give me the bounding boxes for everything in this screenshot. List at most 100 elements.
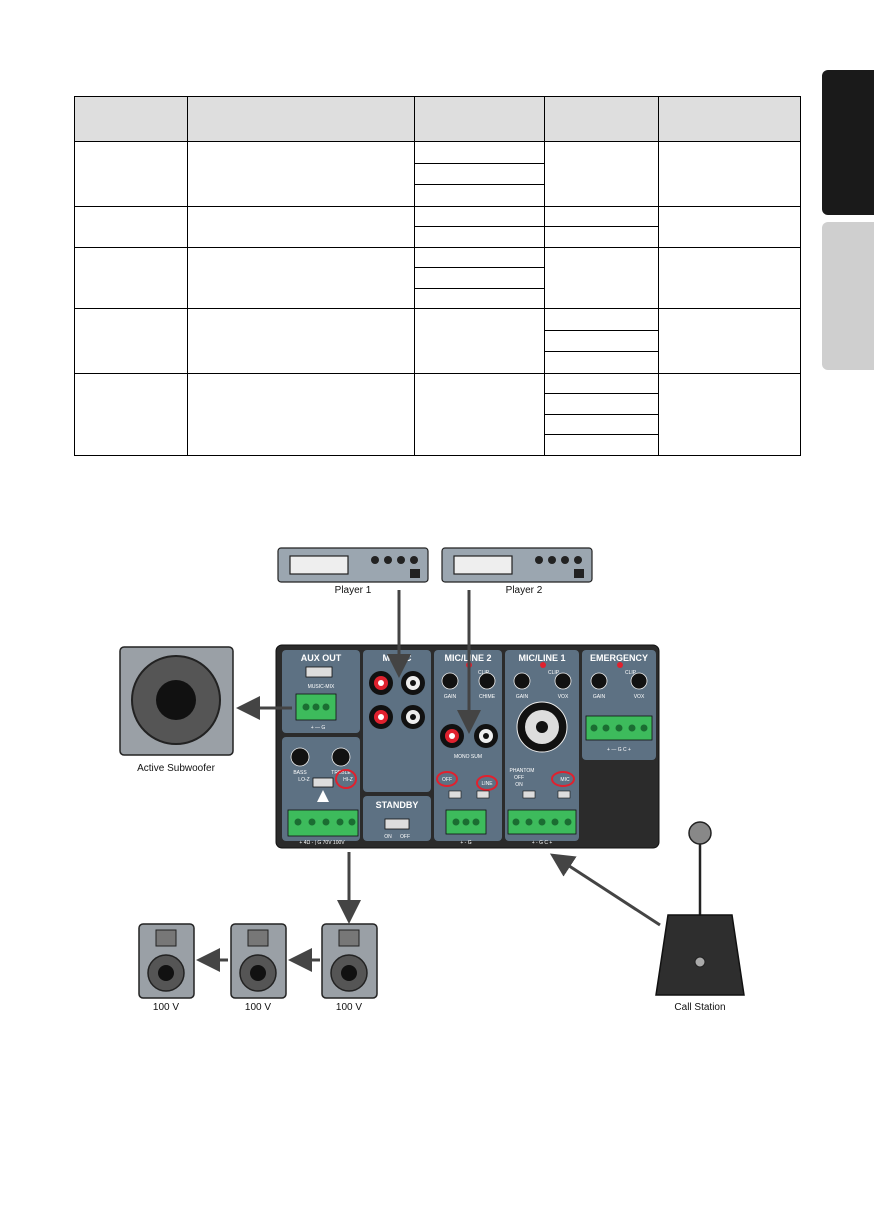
em-vox-label: VOX: [634, 694, 645, 700]
bass-knob[interactable]: [290, 747, 310, 767]
ml2-switch-2[interactable]: [476, 790, 490, 799]
table-row: [74, 372, 801, 457]
connection-diagram: Player 1 Player 2 Active Subwoofer AUX O…: [119, 547, 745, 1013]
standby-switch[interactable]: [384, 818, 410, 830]
table-cell: [544, 205, 659, 228]
connection-arrows: [196, 590, 661, 972]
player-1-label: Player 1: [335, 585, 372, 596]
music-mix-label: MUSIC-MIX: [308, 684, 335, 690]
player-2-device: [441, 547, 593, 583]
header-cell: [414, 96, 545, 142]
table-cell: [187, 141, 415, 207]
table-header-row: [74, 96, 801, 142]
ml1-vox-label: VOX: [558, 694, 569, 700]
ml2-switch-1[interactable]: [448, 790, 462, 799]
speaker-1-label: 100 V: [153, 1002, 179, 1013]
em-vox-knob[interactable]: [630, 672, 648, 690]
table-cell: [414, 267, 545, 289]
player-2-label: Player 2: [506, 585, 543, 596]
table-cell: [544, 351, 659, 374]
table-cell: [544, 413, 659, 436]
table-cell: [544, 141, 659, 207]
table-cell: [74, 372, 188, 457]
treble-label: TREBLE: [331, 770, 351, 776]
standby-off-label: OFF: [400, 834, 410, 840]
call-station-label: Call Station: [674, 1002, 725, 1013]
standby-on-label: ON: [384, 834, 392, 840]
speaker-3-label: 100 V: [336, 1002, 362, 1013]
table-row: [75, 329, 801, 353]
table-cell: [544, 246, 659, 310]
table-cell: [187, 205, 415, 248]
mono-sum-label: MONO SUM: [454, 754, 482, 760]
music-label: MUSIC: [383, 653, 413, 663]
ml1-vox-knob[interactable]: [554, 672, 572, 690]
table-row: [75, 184, 801, 207]
table-cell: [187, 372, 415, 457]
phantom-off-label: OFF: [514, 775, 524, 781]
music-mix-switch[interactable]: [305, 666, 333, 678]
phantom-switch[interactable]: [522, 790, 536, 799]
ml2-gain-knob[interactable]: [441, 672, 459, 690]
table-cell: [187, 308, 415, 374]
ml1-terms-label: + - G C +: [532, 840, 553, 846]
subwoofer-label: Active Subwoofer: [137, 763, 215, 774]
table-cell: [414, 246, 545, 269]
aux-out-label: AUX OUT: [301, 653, 342, 663]
table-cell: [414, 226, 545, 248]
highlight-circle: [335, 769, 357, 789]
table-cell: [544, 329, 659, 353]
language-tab[interactable]: [822, 222, 874, 370]
table-cell: [658, 372, 801, 457]
table-cell: [414, 372, 545, 457]
speaker-2-label: 100 V: [245, 1002, 271, 1013]
table-cell: [544, 393, 659, 415]
table-cell: [414, 141, 545, 164]
chime-knob[interactable]: [478, 672, 496, 690]
amplifier-panel: AUX OUT MUSIC-MIX + — G BASS TREBLE LO-Z…: [275, 644, 660, 849]
table-cell: [544, 226, 659, 248]
em-gain-knob[interactable]: [590, 672, 608, 690]
mic-line-1-label: MIC/LINE 1: [518, 653, 565, 663]
table-cell: [414, 184, 545, 207]
warning-icon: [317, 790, 329, 802]
table-row: [74, 246, 801, 310]
mic-line-switch[interactable]: [557, 790, 571, 799]
table-cell: [544, 308, 659, 331]
speaker-2: [230, 923, 287, 999]
table-row: [74, 205, 801, 248]
ml1-gain-knob[interactable]: [513, 672, 531, 690]
lo-z-label: LO-Z: [298, 777, 309, 783]
table-cell: [658, 141, 801, 207]
aux-terms-label: + — G: [311, 725, 326, 731]
em-gain-label: GAIN: [593, 694, 606, 700]
line-label: LINE: [481, 781, 493, 787]
phantom-on-label: ON: [515, 782, 523, 788]
language-tab-active[interactable]: [822, 70, 874, 215]
hi-z-label: HI-Z: [343, 777, 353, 783]
header-cell: [544, 96, 659, 142]
table-row: [74, 308, 801, 374]
mic-label: MIC: [560, 777, 570, 783]
table-cell: [414, 308, 545, 374]
phantom-label: PHANTOM: [510, 768, 535, 774]
treble-knob[interactable]: [331, 747, 351, 767]
ml2-off-label: OFF: [442, 777, 452, 783]
header-cell: [658, 96, 801, 142]
header-cell: [187, 96, 415, 142]
gain-label: GAIN: [444, 694, 457, 700]
clip-label: CLIP: [478, 670, 490, 676]
subwoofer-device: [119, 646, 234, 756]
table-cell: [74, 246, 188, 310]
table-row: [74, 141, 801, 207]
table-cell: [414, 287, 545, 310]
speaker-terms-label: + 4Ω - | G 70V 100V: [299, 840, 345, 846]
spec-table: [74, 96, 801, 457]
call-station-device: [655, 821, 745, 996]
table-cell: [658, 246, 801, 310]
impedance-switch[interactable]: [312, 777, 334, 788]
standby-label: STANDBY: [376, 800, 419, 810]
table-row: [75, 351, 801, 374]
table-cell: [658, 308, 801, 374]
bass-label: BASS: [293, 770, 307, 776]
